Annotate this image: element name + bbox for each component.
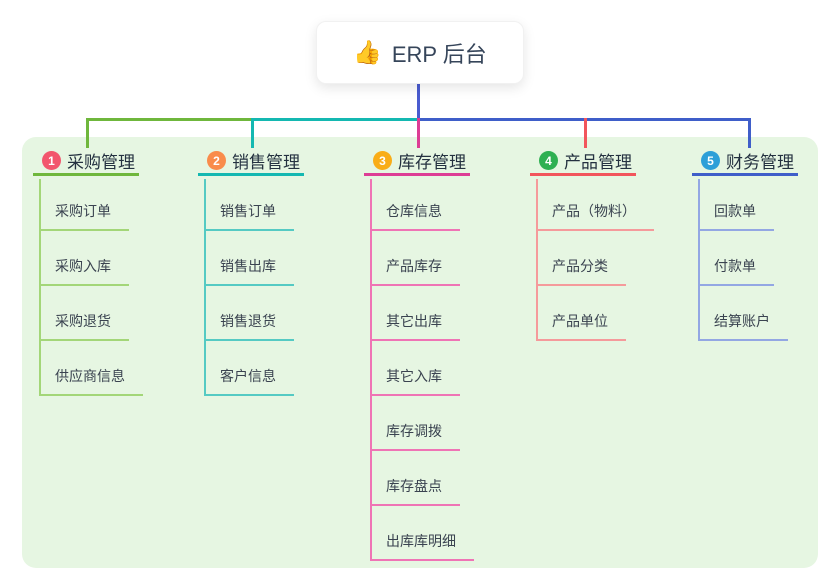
child-node[interactable]: 客户信息 xyxy=(204,366,294,396)
child-node[interactable]: 采购订单 xyxy=(39,201,129,231)
branch-children-connector xyxy=(204,179,206,396)
child-node[interactable]: 出库库明细 xyxy=(370,531,474,561)
branch-node-1[interactable]: 1 采购管理 xyxy=(33,148,139,176)
branch-children-connector xyxy=(698,179,700,341)
branches-panel xyxy=(22,137,818,568)
child-node[interactable]: 回款单 xyxy=(698,201,774,231)
bus-line-purchasing xyxy=(86,118,253,121)
branch-title: 销售管理 xyxy=(232,153,300,172)
branch-number-badge: 5 xyxy=(701,151,720,170)
child-node[interactable]: 销售出库 xyxy=(204,256,294,286)
child-node[interactable]: 产品单位 xyxy=(536,311,626,341)
child-node[interactable]: 库存盘点 xyxy=(370,476,460,506)
branch-number-badge: 1 xyxy=(42,151,61,170)
root-connector-line xyxy=(417,82,420,119)
child-node[interactable]: 仓库信息 xyxy=(370,201,460,231)
child-node[interactable]: 产品（物料） xyxy=(536,201,654,231)
branch-number-badge: 3 xyxy=(373,151,392,170)
branch-drop-line xyxy=(86,118,89,148)
child-node[interactable]: 销售退货 xyxy=(204,311,294,341)
branch-node-5[interactable]: 5 财务管理 xyxy=(692,148,798,176)
branch-children-connector xyxy=(39,179,41,396)
child-node[interactable]: 其它出库 xyxy=(370,311,460,341)
root-node[interactable]: 👍 ERP 后台 xyxy=(316,21,524,84)
branch-children-connector xyxy=(536,179,538,341)
child-node[interactable]: 产品库存 xyxy=(370,256,460,286)
branch-number-badge: 4 xyxy=(539,151,558,170)
root-node-label: ERP 后台 xyxy=(391,41,487,67)
branch-drop-line xyxy=(584,118,587,148)
child-node[interactable]: 产品分类 xyxy=(536,256,626,286)
branch-title: 产品管理 xyxy=(564,153,632,172)
bus-line-sales xyxy=(251,118,419,121)
child-node[interactable]: 其它入库 xyxy=(370,366,460,396)
child-node[interactable]: 销售订单 xyxy=(204,201,294,231)
child-node[interactable]: 结算账户 xyxy=(698,311,788,341)
branch-number-badge: 2 xyxy=(207,151,226,170)
branch-children-connector xyxy=(370,179,372,561)
child-node[interactable]: 供应商信息 xyxy=(39,366,143,396)
branch-title: 采购管理 xyxy=(67,153,135,172)
branch-drop-line xyxy=(251,118,254,148)
branch-drop-line xyxy=(748,118,751,148)
branch-node-2[interactable]: 2 销售管理 xyxy=(198,148,304,176)
child-node[interactable]: 库存调拨 xyxy=(370,421,460,451)
branch-node-3[interactable]: 3 库存管理 xyxy=(364,148,470,176)
child-node[interactable]: 采购退货 xyxy=(39,311,129,341)
child-node[interactable]: 采购入库 xyxy=(39,256,129,286)
branch-title: 财务管理 xyxy=(726,153,794,172)
branch-node-4[interactable]: 4 产品管理 xyxy=(530,148,636,176)
branch-drop-line xyxy=(417,118,420,148)
thumbs-up-icon: 👍 xyxy=(353,39,382,65)
branch-title: 库存管理 xyxy=(398,153,466,172)
child-node[interactable]: 付款单 xyxy=(698,256,774,286)
